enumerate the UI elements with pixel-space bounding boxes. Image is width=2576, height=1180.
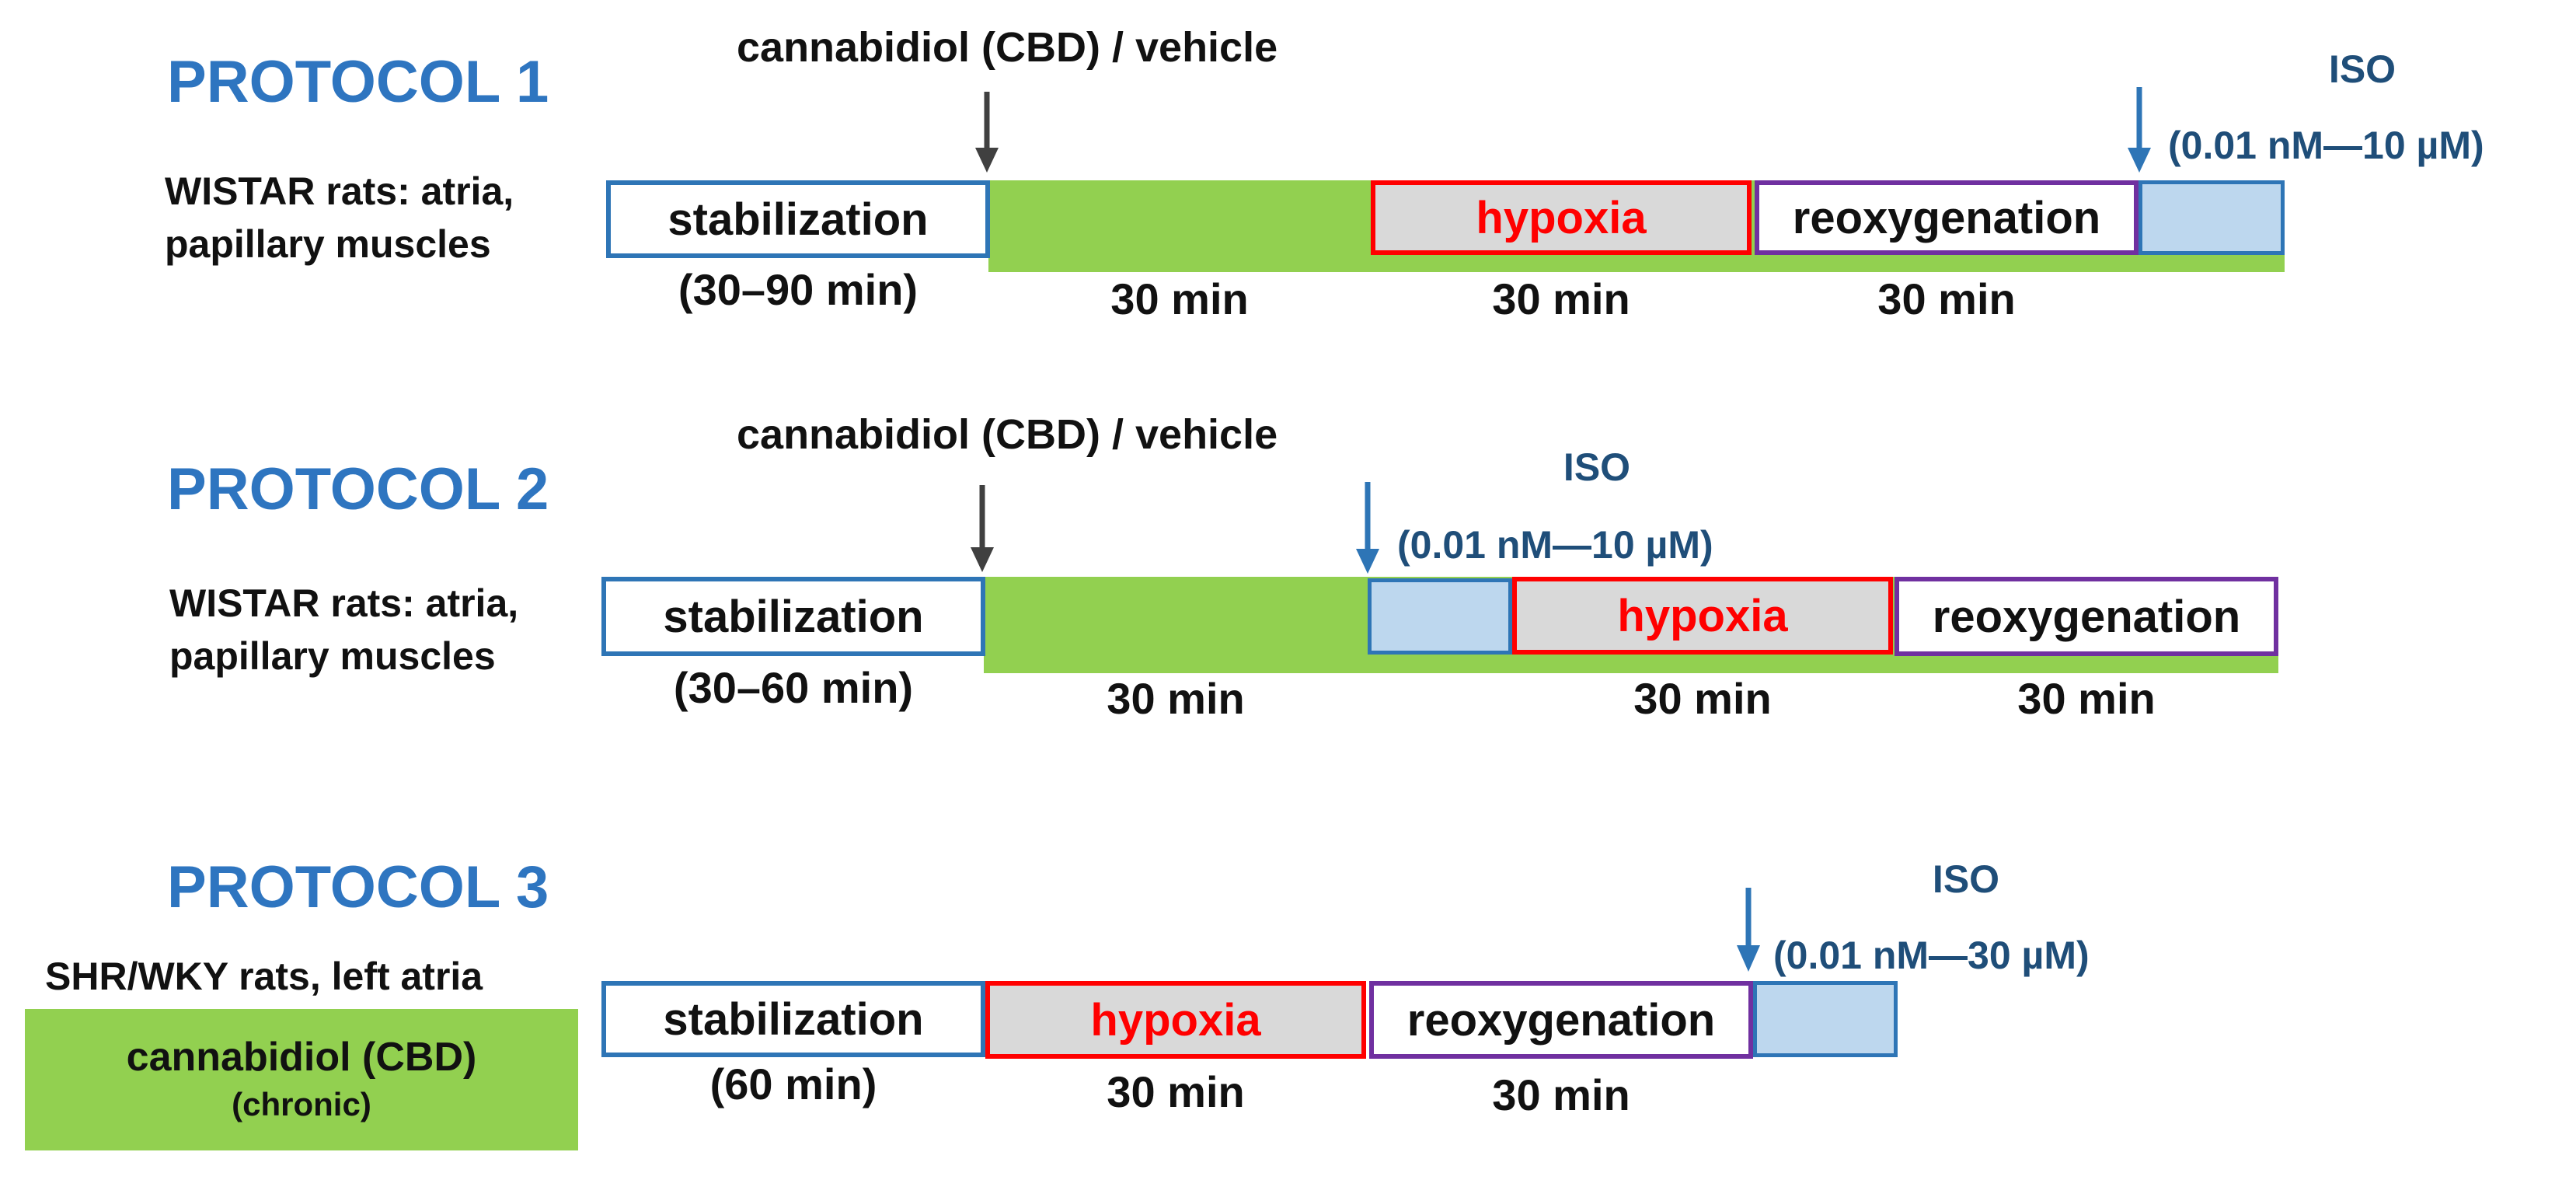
- protocol-1-treatment-label: cannabidiol (CBD) / vehicle: [737, 24, 1278, 71]
- protocol-2-subject-line-2: papillary muscles: [169, 634, 496, 678]
- protocol-1-reoxygenation-box: reoxygenation: [1755, 180, 2139, 255]
- protocol-2-subject-line-1: WISTAR rats: atria,: [169, 581, 519, 625]
- iso-arrow-p2: [1356, 482, 1379, 574]
- iso-arrow-p3: [1737, 888, 1760, 972]
- protocol-3-hypoxia-box: hypoxia: [985, 981, 1366, 1059]
- protocol-3-chronic-label: cannabidiol (CBD): [126, 1035, 477, 1080]
- protocol-1-duration-reoxygenation: 30 min: [1877, 274, 2016, 323]
- protocol-1-subject-line-2: papillary muscles: [165, 222, 491, 266]
- protocol-2-duration-reoxygenation: 30 min: [2017, 674, 2156, 723]
- protocol-1-hypoxia-box: hypoxia: [1371, 180, 1752, 255]
- protocol-3-chronic-cbd-box: cannabidiol (CBD) (chronic): [25, 1009, 578, 1150]
- protocol-2-treatment-label: cannabidiol (CBD) / vehicle: [737, 411, 1278, 458]
- protocol-3-subject: SHR/WKY rats, left atria: [45, 955, 483, 998]
- protocol-3-iso-range: (0.01 nM—30 µM): [1773, 934, 2090, 977]
- protocol-2-subject: WISTAR rats: atria, papillary muscles: [169, 577, 518, 683]
- protocol-2-iso-box: [1368, 578, 1512, 655]
- protocol-3-title: PROTOCOL 3: [167, 854, 549, 920]
- protocol-1-iso-label: ISO: [2328, 47, 2396, 91]
- protocol-1-stabilization-duration: (30–90 min): [678, 265, 919, 314]
- protocol-2-iso-range: (0.01 nM—10 µM): [1397, 523, 1713, 567]
- protocol-3-reoxygenation-box: reoxygenation: [1369, 981, 1753, 1059]
- protocol-2-reoxygenation-box: reoxygenation: [1895, 577, 2278, 656]
- cbd-arrow-p1: [975, 92, 999, 173]
- protocol-1-iso-box: [2139, 180, 2285, 255]
- cbd-arrow-p2: [971, 485, 994, 572]
- iso-arrow-p1: [2128, 87, 2151, 173]
- protocol-3-stabilization-duration: (60 min): [709, 1060, 877, 1108]
- protocol-2-stabilization-duration: (30–60 min): [673, 663, 914, 712]
- protocol-1-iso-range: (0.01 nM—10 µM): [2168, 124, 2484, 167]
- protocol-3-duration-reoxygenation: 30 min: [1492, 1070, 1630, 1119]
- protocol-1-subject: WISTAR rats: atria, papillary muscles: [165, 165, 514, 271]
- protocol-1-duration-cbd: 30 min: [1110, 274, 1249, 323]
- protocol-2-duration-cbd: 30 min: [1107, 674, 1245, 723]
- protocol-1-stabilization-box: stabilization: [606, 180, 990, 258]
- protocol-2-iso-label: ISO: [1563, 445, 1631, 489]
- protocol-1-title: PROTOCOL 1: [167, 49, 549, 115]
- protocol-1-subject-line-1: WISTAR rats: atria,: [165, 169, 514, 213]
- protocol-2-stabilization-box: stabilization: [601, 577, 985, 656]
- protocol-3-iso-box: [1753, 981, 1898, 1057]
- protocol-3-stabilization-box: stabilization: [601, 981, 985, 1057]
- protocol-3-iso-label: ISO: [1932, 857, 2000, 901]
- protocol-1-duration-hypoxia: 30 min: [1492, 274, 1630, 323]
- protocol-3-duration-hypoxia: 30 min: [1107, 1067, 1245, 1116]
- protocol-3-chronic-note: (chronic): [232, 1086, 371, 1122]
- protocol-2-duration-hypoxia: 30 min: [1633, 674, 1772, 723]
- protocol-2-title: PROTOCOL 2: [167, 456, 549, 522]
- protocol-2-hypoxia-box: hypoxia: [1512, 577, 1893, 655]
